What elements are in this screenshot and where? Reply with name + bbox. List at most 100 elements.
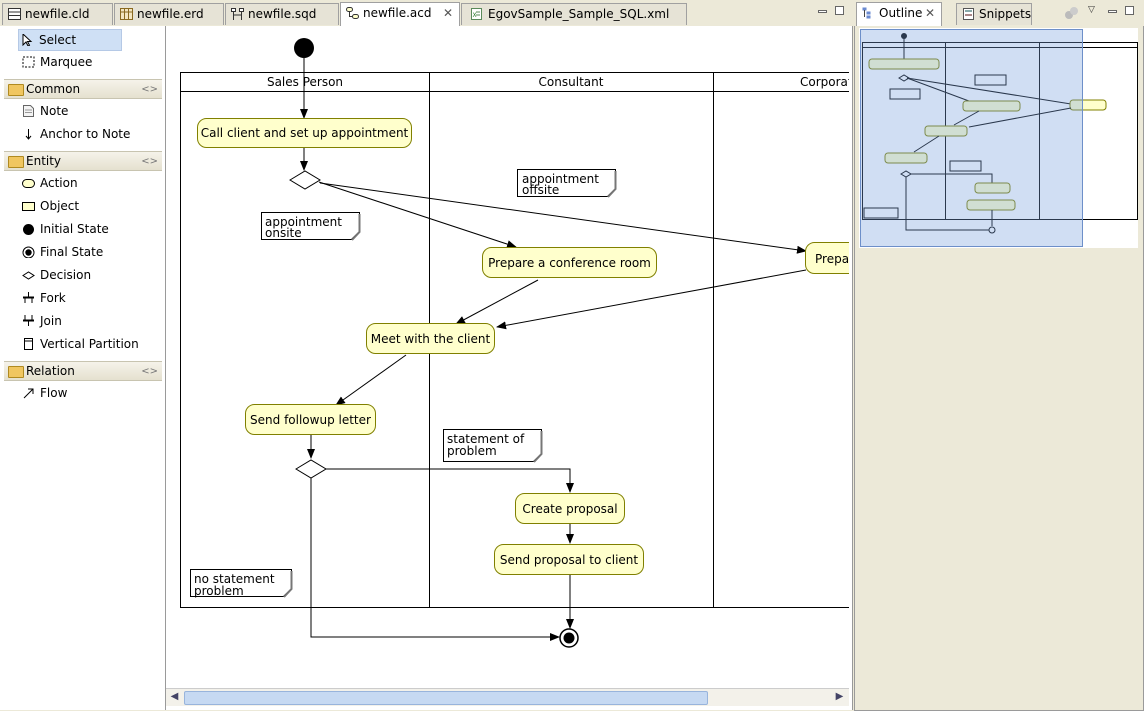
partition-consultant[interactable]: Consultant bbox=[539, 75, 604, 89]
object-icon bbox=[22, 202, 35, 211]
palette-item-anchor-to-note[interactable]: Anchor to Note bbox=[20, 124, 130, 144]
maximize-button[interactable] bbox=[835, 6, 844, 15]
palette-item-note[interactable]: Note bbox=[20, 101, 68, 121]
svg-text:X: X bbox=[473, 12, 477, 19]
palette-drawer-entity[interactable]: Entity <> bbox=[4, 151, 162, 171]
palette-tool-marquee[interactable]: Marquee bbox=[20, 52, 92, 72]
note-appointment-onsite[interactable]: appointment onsite bbox=[261, 212, 361, 241]
activity-diagram: Sales Person Consultant Corporat Call cl… bbox=[180, 38, 850, 648]
scrollbar-thumb[interactable] bbox=[184, 691, 708, 705]
palette-item-initial-state[interactable]: Initial State bbox=[20, 219, 109, 239]
flow-decision-to-prepare-room[interactable] bbox=[318, 181, 517, 248]
flow-decision-to-create[interactable] bbox=[326, 468, 574, 493]
editor-tab-bar: newfile.cld newfile.erd newfile.sqd newf… bbox=[0, 0, 852, 27]
action-send-followup-letter[interactable]: Send followup letter bbox=[245, 404, 376, 435]
view-menu-icon[interactable]: ▽ bbox=[1088, 5, 1095, 15]
initial-state[interactable] bbox=[294, 38, 314, 58]
palette-label: Action bbox=[40, 176, 78, 190]
note-line: appointment bbox=[522, 172, 599, 186]
palette-label: Anchor to Note bbox=[40, 127, 131, 141]
palette-view-icon[interactable] bbox=[1064, 6, 1080, 20]
palette-item-decision[interactable]: Decision bbox=[20, 265, 91, 285]
outline-viewport-selector[interactable] bbox=[860, 29, 1083, 247]
collapse-icon[interactable]: <> bbox=[141, 156, 158, 167]
note-no-statement-problem[interactable]: no statement problem bbox=[190, 569, 293, 599]
decision-node-appointment[interactable] bbox=[289, 170, 321, 190]
folder-icon bbox=[8, 366, 24, 378]
flows bbox=[300, 58, 807, 641]
final-state[interactable] bbox=[559, 628, 579, 648]
palette-label: Final State bbox=[40, 245, 104, 259]
tab-newfile-acd[interactable]: newfile.acd ✕ bbox=[340, 2, 460, 26]
scroll-right-icon[interactable]: ▶ bbox=[835, 691, 844, 702]
action-send-proposal[interactable]: Send proposal to client bbox=[494, 544, 644, 575]
marquee-icon bbox=[22, 56, 35, 68]
flow-meet-to-followup[interactable] bbox=[335, 354, 407, 406]
palette-label: Marquee bbox=[40, 55, 93, 69]
action-call-client[interactable]: Call client and set up appointment bbox=[197, 118, 412, 148]
action-label: Meet with the client bbox=[371, 332, 491, 346]
diagram-canvas[interactable]: Sales Person Consultant Corporat Call cl… bbox=[166, 26, 849, 688]
tab-snippets[interactable]: Snippets bbox=[956, 3, 1032, 25]
collapse-icon[interactable]: <> bbox=[141, 366, 158, 377]
outline-tab-bar: Outline ✕ Snippets ▽ bbox=[854, 0, 1144, 27]
flow-prepare-room-to-meet[interactable] bbox=[455, 279, 539, 325]
collapse-icon[interactable]: <> bbox=[141, 84, 158, 95]
folder-icon bbox=[8, 84, 24, 96]
palette-label: Decision bbox=[40, 268, 92, 282]
palette-item-flow[interactable]: Flow bbox=[20, 383, 67, 403]
tab-newfile-sqd[interactable]: newfile.sqd bbox=[225, 3, 339, 25]
action-prepare-conference-room[interactable]: Prepare a conference room bbox=[482, 247, 657, 278]
palette-drawer-common[interactable]: Common <> bbox=[4, 79, 162, 99]
outline-thumbnail[interactable] bbox=[859, 28, 1138, 248]
palette-label: Select bbox=[39, 33, 77, 47]
join-icon bbox=[23, 315, 34, 326]
palette-item-final-state[interactable]: Final State bbox=[20, 242, 103, 262]
tab-outline[interactable]: Outline ✕ bbox=[856, 2, 942, 26]
action-label: Send followup letter bbox=[250, 413, 371, 427]
palette-item-action[interactable]: Action bbox=[20, 173, 78, 193]
horizontal-scrollbar[interactable]: ◀ ▶ bbox=[166, 688, 849, 706]
action-meet-with-client[interactable]: Meet with the client bbox=[366, 323, 495, 354]
close-icon[interactable]: ✕ bbox=[442, 6, 453, 20]
flow-prepare-corporate-to-meet[interactable] bbox=[496, 269, 807, 330]
tab-egovsample-sql-xml[interactable]: X EgovSample_Sample_SQL.xml bbox=[461, 3, 687, 25]
flow-decision-to-final[interactable] bbox=[310, 478, 560, 641]
palette-item-join[interactable]: Join bbox=[20, 311, 62, 331]
palette: Select Marquee Common <> Note Anchor to … bbox=[0, 26, 166, 710]
class-diagram-icon bbox=[8, 8, 21, 20]
action-prepare-corporate[interactable]: Prepa bbox=[805, 242, 850, 274]
note-appointment-offsite[interactable]: appointment offsite bbox=[517, 169, 617, 198]
palette-item-vertical-partition[interactable]: Vertical Partition bbox=[20, 334, 139, 354]
tab-newfile-erd[interactable]: newfile.erd bbox=[114, 3, 224, 25]
tab-label: EgovSample_Sample_SQL.xml bbox=[488, 7, 670, 21]
action-create-proposal[interactable]: Create proposal bbox=[515, 493, 625, 524]
scroll-left-icon[interactable]: ◀ bbox=[170, 691, 179, 702]
minimize-button[interactable] bbox=[1108, 10, 1117, 13]
palette-item-object[interactable]: Object bbox=[20, 196, 79, 216]
action-label: Create proposal bbox=[522, 502, 617, 516]
palette-drawer-relation[interactable]: Relation <> bbox=[4, 361, 162, 381]
sequence-diagram-icon bbox=[231, 8, 244, 20]
close-icon[interactable]: ✕ bbox=[924, 6, 935, 20]
drawer-label: Relation bbox=[26, 364, 75, 378]
partition-corporate[interactable]: Corporat bbox=[800, 75, 849, 89]
vertical-partition-icon bbox=[24, 338, 33, 350]
note-line: appointment bbox=[265, 215, 342, 229]
minimize-button[interactable] bbox=[818, 10, 827, 13]
palette-label: Note bbox=[40, 104, 69, 118]
action-label: Call client and set up appointment bbox=[201, 126, 409, 140]
flow-decision-to-prepare-corporate[interactable] bbox=[319, 182, 807, 254]
tab-newfile-cld[interactable]: newfile.cld bbox=[2, 3, 113, 25]
decision-node-statement[interactable] bbox=[295, 459, 327, 479]
palette-label: Vertical Partition bbox=[40, 337, 139, 351]
maximize-button[interactable] bbox=[1125, 6, 1134, 15]
palette-item-fork[interactable]: Fork bbox=[20, 288, 66, 308]
palette-tool-select[interactable]: Select bbox=[18, 29, 122, 51]
tab-label: newfile.cld bbox=[25, 7, 90, 21]
tab-label: newfile.acd bbox=[363, 6, 432, 20]
outline-icon bbox=[862, 7, 871, 19]
partition-sales-person[interactable]: Sales Person bbox=[267, 75, 343, 89]
note-statement-of-problem[interactable]: statement of problem bbox=[443, 429, 543, 463]
action-label: Send proposal to client bbox=[500, 553, 638, 567]
